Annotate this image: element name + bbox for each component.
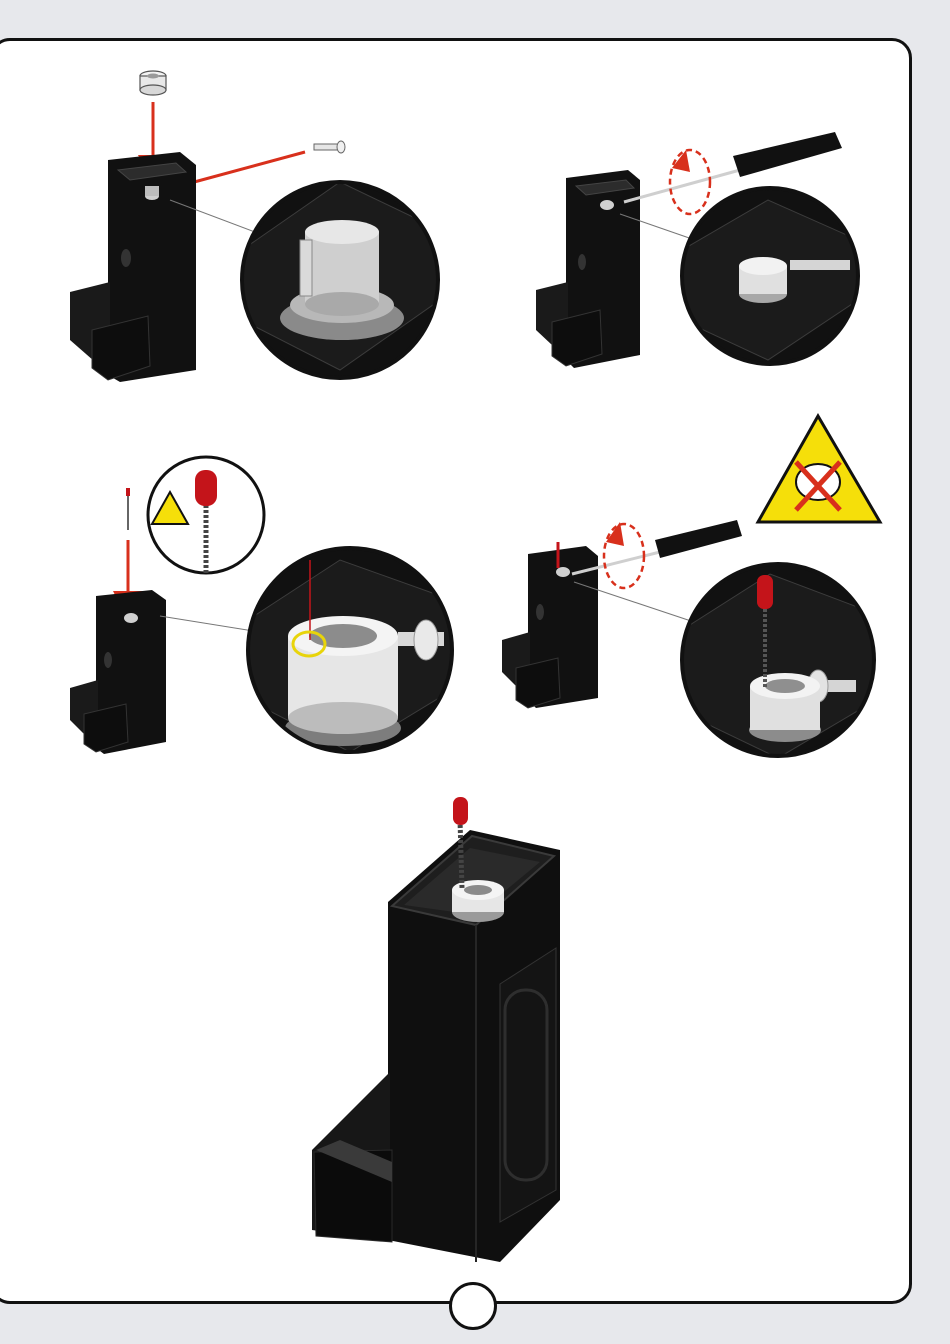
step-4	[502, 416, 880, 758]
housing-icon	[502, 542, 598, 708]
step-5	[312, 797, 560, 1262]
rotate-arrow-icon	[604, 522, 644, 588]
assembled-housing-icon	[312, 797, 560, 1262]
screw-icon	[314, 141, 345, 153]
rotate-arrow-icon	[670, 150, 710, 214]
pin-icon	[126, 488, 130, 530]
bushing-icon	[140, 71, 166, 95]
screwdriver-icon	[624, 132, 842, 202]
screw-tightened-zoom	[682, 188, 858, 364]
step-2	[536, 132, 858, 368]
pin-clamped-zoom	[682, 564, 876, 758]
no-force-warning-icon	[758, 416, 880, 522]
page-number-badge	[449, 1282, 497, 1330]
bushing-detail-zoom	[242, 182, 440, 378]
housing-icon	[70, 590, 166, 754]
pin-slot-highlight-zoom	[248, 548, 452, 752]
housing-icon	[70, 152, 196, 382]
step-3	[70, 457, 452, 754]
housing-icon	[536, 170, 640, 368]
pin-warning-zoom	[148, 457, 264, 580]
step-1	[70, 71, 440, 382]
